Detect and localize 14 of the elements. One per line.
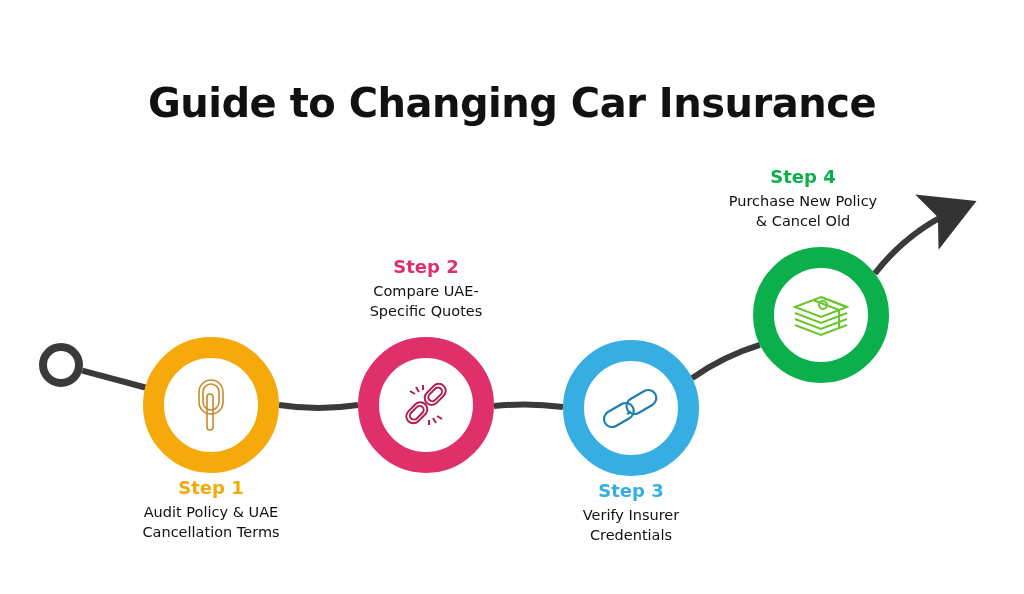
connector-line — [493, 401, 564, 410]
step-heading: Step 3 — [598, 480, 664, 501]
connector-line — [278, 402, 359, 411]
title: Guide to Changing Car Insurance — [146, 80, 878, 126]
step-description: Verify Insurer Credentials — [581, 506, 681, 545]
step-description: Purchase New Policy & Cancel Old — [727, 192, 879, 231]
connector-line — [690, 342, 761, 381]
step-heading: Step 1 — [178, 477, 244, 498]
step-heading: Step 2 — [393, 256, 459, 277]
step-description: Compare UAE-Specific Quotes — [368, 282, 484, 321]
connector-line — [81, 367, 147, 391]
step-description: Audit Policy & UAE Cancellation Terms — [141, 503, 281, 542]
step-heading: Step 4 — [770, 166, 836, 187]
arrow — [872, 195, 977, 276]
